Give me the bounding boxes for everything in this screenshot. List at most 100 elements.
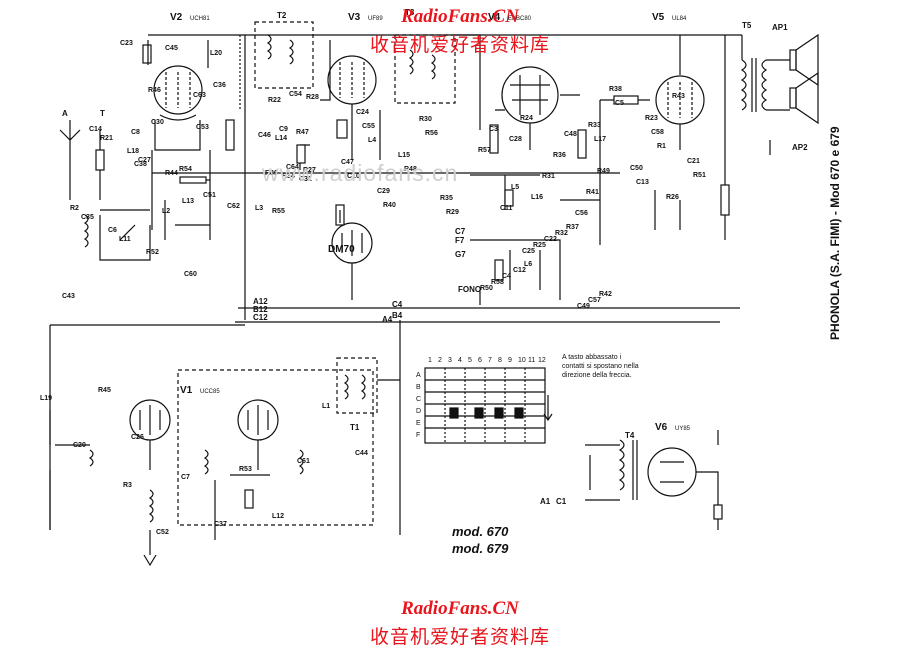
switch-row-e: E (416, 420, 421, 427)
watermark-site-top: RadioFans.CN (401, 6, 519, 27)
faint-watermark: www.radiofans.cn (262, 160, 459, 186)
component-l3: L3 (255, 205, 263, 212)
tube-type-v5: UL84 (672, 16, 687, 22)
tube-label-v3: V3 (348, 12, 361, 23)
component-r34: R34 (282, 173, 295, 180)
component-r38: R38 (609, 86, 622, 93)
tube-v2-envelope (153, 65, 203, 115)
switch-col-8: 8 (498, 357, 502, 364)
component-r57: R57 (478, 147, 491, 154)
component-r32: R32 (555, 230, 568, 237)
component-r2: R2 (70, 205, 79, 212)
component-l13: L13 (182, 198, 194, 205)
component-c46: C46 (258, 132, 271, 139)
component-c47: C47 (341, 159, 354, 166)
component-l4: L4 (368, 137, 376, 144)
component-c8: C8 (131, 129, 140, 136)
component-r22: R22 (268, 97, 281, 104)
tube-label-dm70: DM70 (328, 244, 355, 255)
tube-type-v3: UF89 (368, 16, 383, 22)
component-l15: L15 (398, 152, 410, 159)
component-l1: L1 (322, 403, 330, 410)
component-c62: C62 (227, 203, 240, 210)
node-label-t1: T1 (350, 423, 360, 432)
tube-v6-envelope (647, 447, 697, 497)
component-r53: R53 (239, 466, 252, 473)
schematic-title: PHONOLA (S.A. FIMI) - Mod 670 e 679 (828, 126, 842, 340)
component-l12: L12 (272, 513, 284, 520)
t2-box (254, 21, 314, 89)
node-label-c12: C12 (253, 313, 268, 322)
switch-col-9: 9 (508, 357, 512, 364)
component-l17: L17 (594, 136, 606, 143)
node-label-a4: A4 (382, 315, 393, 324)
node-label-c7: C7 (455, 227, 466, 236)
tube-type-v6: UY85 (675, 426, 691, 432)
component-c45: C45 (165, 45, 178, 52)
component-c12: C12 (513, 267, 526, 274)
output-transformer (740, 33, 819, 155)
component-c58: C58 (651, 129, 664, 136)
component-l20: L20 (210, 50, 222, 57)
component-c51: C51 (203, 192, 216, 199)
component-r3: R3 (123, 482, 132, 489)
speaker-ap2-cone (795, 71, 819, 125)
switch-col-11: 11 (528, 357, 535, 364)
v4-stage (470, 66, 587, 210)
component-c4: C4 (502, 273, 511, 280)
component-c22: C22 (544, 236, 557, 243)
node-label-a12: A12 (253, 297, 268, 306)
node-label-b4: B4 (392, 311, 403, 320)
component-c64: C64 (286, 164, 299, 171)
node-label-fono: FONO (458, 285, 481, 294)
component-r28: R28 (306, 94, 319, 101)
component-l14: L14 (275, 135, 287, 142)
component-c38: C38 (134, 161, 147, 168)
component-r42: R42 (599, 291, 612, 298)
watermark-cn-top: 收音机爱好者资料库 (369, 34, 550, 56)
component-c6: C6 (108, 227, 117, 234)
switch-col-7: 7 (488, 357, 492, 364)
node-label-f7: F7 (455, 236, 465, 245)
component-l6: L6 (524, 261, 532, 268)
tube-label-v4: V4 (488, 12, 501, 23)
switch-col-12: 12 (538, 357, 546, 364)
tube-type-v2: UCH81 (190, 16, 210, 22)
v5-stage (600, 35, 730, 240)
component-r41: R41 (586, 189, 599, 196)
component-c3: C3 (489, 126, 498, 133)
component-c48: C48 (564, 131, 577, 138)
tube-label-v2: V2 (170, 12, 183, 23)
switch-matrix (424, 367, 553, 444)
component-c21: C21 (687, 158, 700, 165)
switch-col-5: 5 (468, 357, 472, 364)
component-r54: R54 (179, 166, 192, 173)
switch-row-f: F (416, 432, 420, 439)
component-r49: R49 (597, 168, 610, 175)
component-c60: C60 (184, 271, 197, 278)
component-r29: R29 (446, 209, 459, 216)
component-r46: R46 (148, 87, 161, 94)
component-r58: R58 (491, 279, 504, 286)
switch-note: A tasto abbassato i contatti si spostano… (562, 354, 639, 379)
component-c35: C35 (81, 214, 94, 221)
audio-wiring (470, 100, 601, 305)
component-r31: R31 (542, 173, 555, 180)
component-r52: R52 (146, 249, 159, 256)
component-c57: C57 (588, 297, 601, 304)
component-c36: C36 (213, 82, 226, 89)
node-label-t3: T3 (405, 8, 415, 17)
component-c61: C61 (297, 458, 310, 465)
component-r24: R24 (520, 115, 533, 122)
component-r40: R40 (383, 202, 396, 209)
component-c30: C30 (151, 119, 164, 126)
component-c29: C29 (377, 188, 390, 195)
component-r27: R27 (303, 167, 316, 174)
node-label-t5: T5 (742, 21, 752, 30)
component-c5: C5 (615, 100, 624, 107)
component-l16: L16 (531, 194, 543, 201)
node-label-a1: A1 (540, 497, 551, 506)
node-label-t2: T2 (277, 11, 287, 20)
fm-tuner-box (129, 369, 374, 540)
